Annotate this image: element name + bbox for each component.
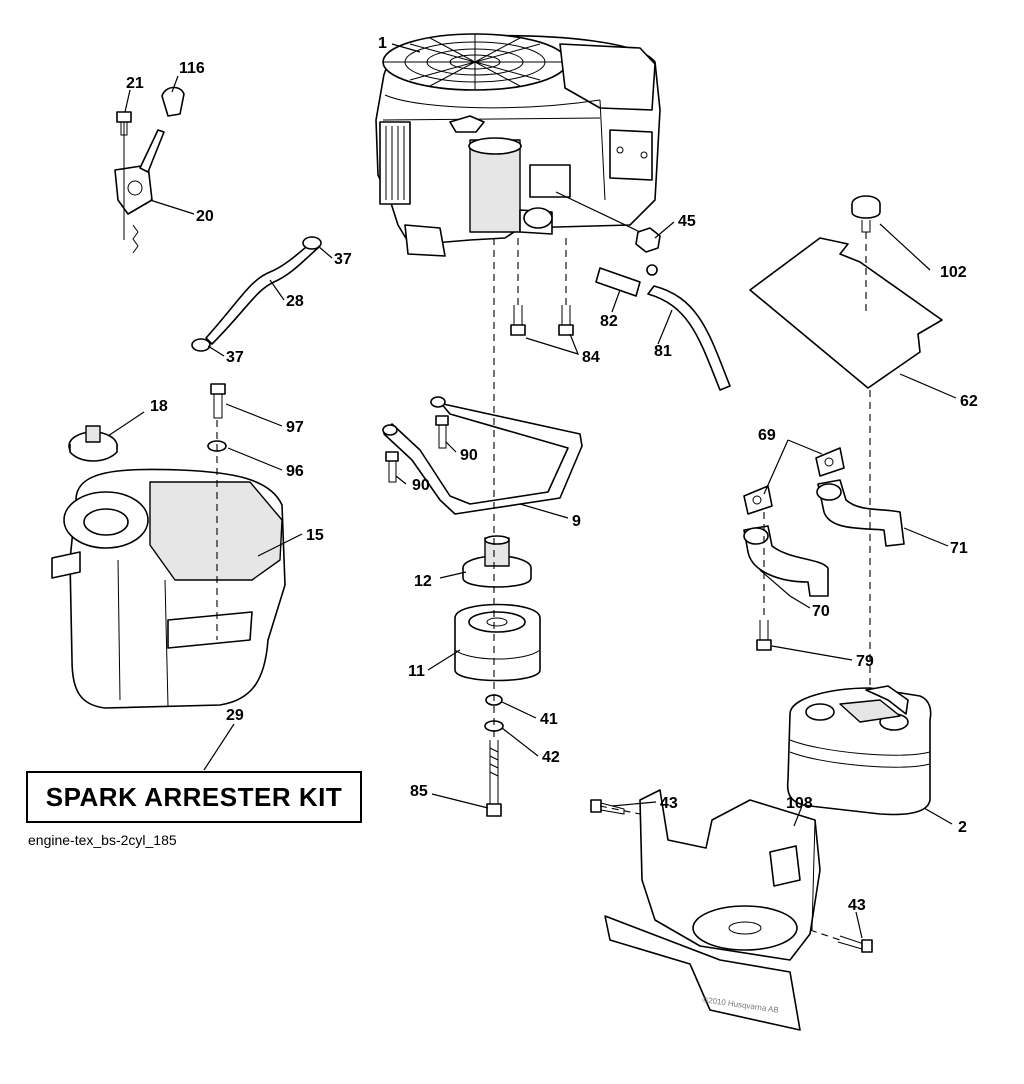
callout-42: 42: [542, 749, 560, 766]
muffler-part: [786, 685, 932, 816]
screw-21-part: [116, 111, 132, 136]
callout-37-bottom: 37: [226, 349, 244, 366]
fuel-hose-part: [191, 236, 322, 352]
callout-20: 20: [196, 208, 214, 225]
clutch-11-part: [454, 603, 541, 682]
callout-69: 69: [758, 427, 776, 444]
heat-shield-part: [749, 237, 943, 389]
callout-labels: 1 116 21 20 37 28 37 45 82 81 84 102 62 …: [126, 35, 978, 914]
bolt-97-part: [210, 383, 226, 419]
bracket-9-part: [382, 396, 583, 515]
callout-43-right: 43: [848, 897, 866, 914]
callout-41: 41: [540, 711, 558, 728]
callout-108: 108: [786, 795, 813, 812]
fuel-cap-part: [68, 425, 118, 462]
callout-11: 11: [408, 663, 425, 680]
gasket-69-bottom-part: [743, 485, 773, 515]
oil-drain-hose-part: [647, 285, 731, 391]
lower-shield-part: [604, 789, 821, 1031]
callout-71: 71: [950, 540, 968, 557]
callout-102: 102: [940, 264, 967, 281]
callout-85: 85: [410, 783, 428, 800]
oil-drain-valve-part: [595, 264, 658, 297]
gasket-69-top-part: [815, 447, 845, 477]
assembly-lines: [216, 232, 871, 941]
callout-1: 1: [378, 35, 387, 52]
exhaust-pipe-70-part: [743, 525, 829, 597]
pulley-12-part: [462, 535, 532, 588]
callout-116: 116: [179, 60, 205, 77]
callout-29: 29: [226, 707, 244, 724]
bolt-79-part: [756, 620, 772, 651]
callout-90-upper: 90: [460, 447, 478, 464]
fuel-tank-part: [51, 468, 286, 709]
callout-28: 28: [286, 293, 304, 310]
leader-lines: [107, 43, 957, 939]
callout-84: 84: [582, 349, 600, 366]
exhaust-pipe-71-part: [816, 479, 905, 547]
bolt-90-upper-part: [435, 415, 449, 449]
callout-82: 82: [600, 313, 618, 330]
diagram-file-id: engine-tex_bs-2cyl_185: [28, 832, 177, 848]
callout-21: 21: [126, 75, 144, 92]
bolt-84-left-part: [510, 305, 526, 336]
bolt-43-right-part: [837, 935, 873, 953]
callout-79: 79: [856, 653, 874, 670]
nut-45-part: [635, 227, 661, 253]
callout-2: 2: [958, 819, 967, 836]
callout-9: 9: [572, 513, 581, 530]
callout-18: 18: [150, 398, 168, 415]
callout-96: 96: [286, 463, 304, 480]
throttle-control-part: [114, 118, 165, 254]
callout-70: 70: [812, 603, 830, 620]
spark-arrester-kit-label: SPARK ARRESTER KIT: [26, 771, 362, 823]
knob-102-part: [851, 195, 881, 233]
engine-part: [375, 33, 661, 257]
callout-37-top: 37: [334, 251, 352, 268]
bolt-43-left-part: [590, 799, 625, 815]
callout-90-lower: 90: [412, 477, 430, 494]
callout-12: 12: [414, 573, 432, 590]
bolt-85-part: [486, 740, 502, 817]
callout-97: 97: [286, 419, 304, 436]
throttle-knob-part: [161, 86, 185, 117]
callout-62: 62: [960, 393, 978, 410]
callout-45: 45: [678, 213, 696, 230]
callout-81: 81: [654, 343, 672, 360]
bolt-90-lower-part: [385, 451, 399, 483]
callout-15: 15: [306, 527, 324, 544]
bolt-84-right-part: [558, 305, 574, 336]
callout-43-left: 43: [660, 795, 678, 812]
